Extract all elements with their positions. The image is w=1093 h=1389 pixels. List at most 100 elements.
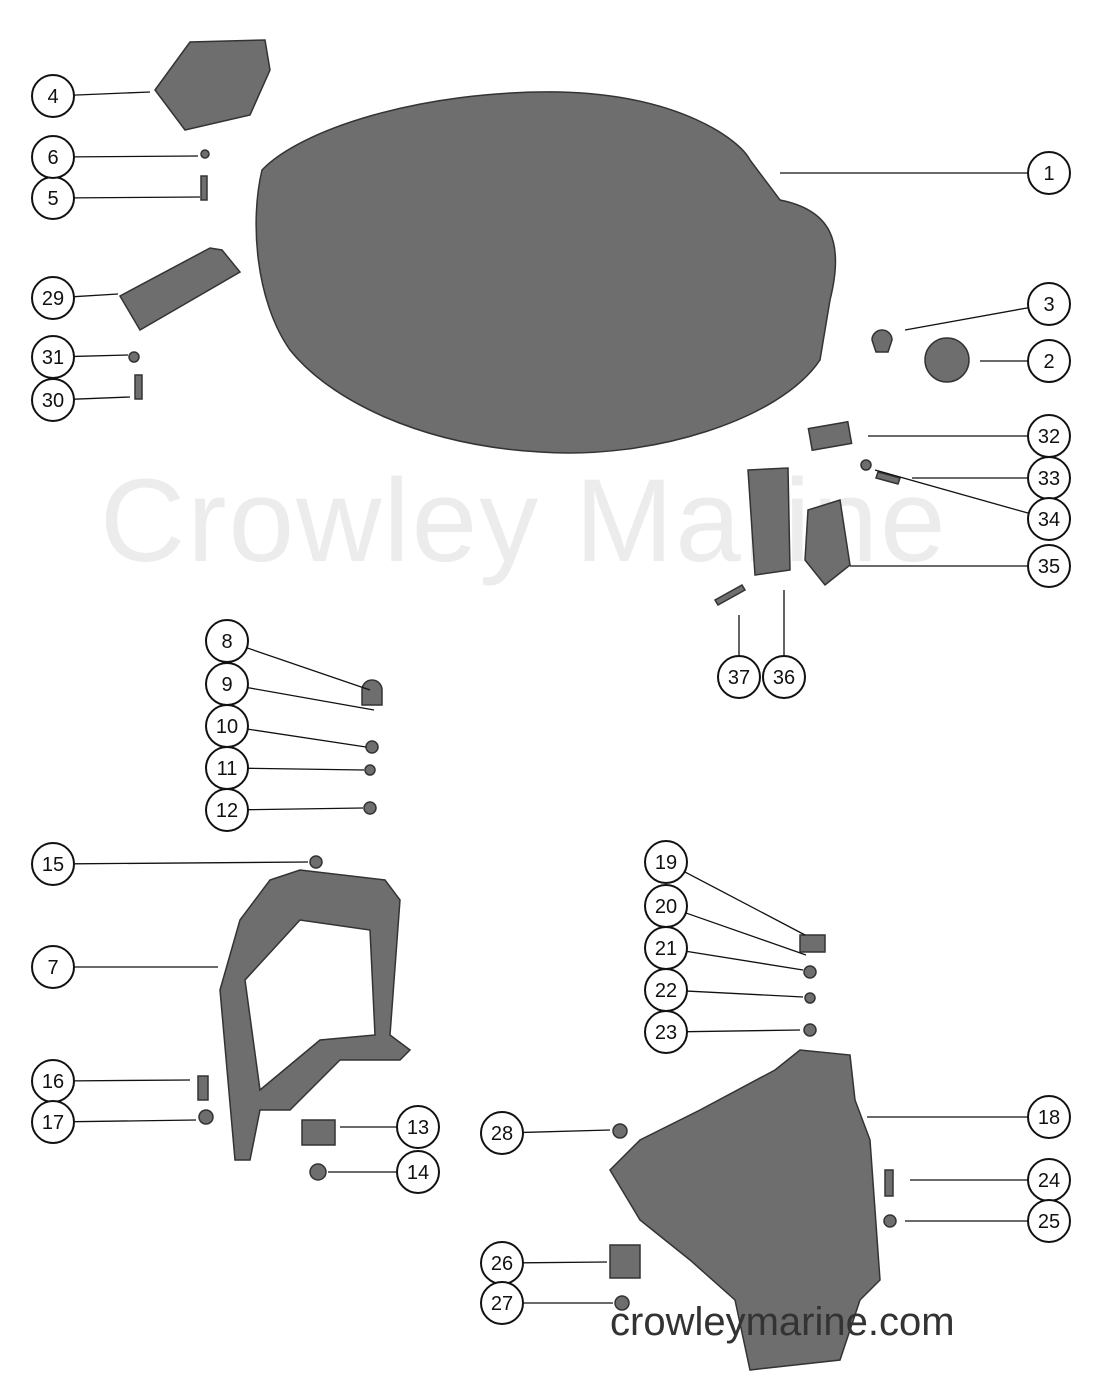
callout-11: 11 [205,746,365,790]
leader-line [686,990,804,998]
part-4-cover [154,39,271,131]
part-29-rail [118,247,242,332]
part-23-nut [803,1023,817,1037]
part-25-washer [883,1214,897,1228]
callout-circle [31,335,75,379]
callout-circle [396,1105,440,1149]
part-2-grommet [924,337,970,383]
callout-circle [31,276,75,320]
callout-circle [1027,151,1071,195]
leader-line [522,1261,608,1264]
leader-line [73,91,151,96]
callout-number: 16 [42,1071,64,1093]
callout-1: 1 [780,151,1071,195]
leader-line [247,728,367,748]
callout-number: 9 [221,674,232,696]
part-19-mount [799,934,826,953]
leader-line [247,687,375,711]
callout-2: 2 [980,339,1071,383]
callout-number: 32 [1038,426,1060,448]
callout-number: 14 [407,1162,429,1184]
part-14-nut [309,1163,327,1181]
leader-line [73,396,131,400]
callout-circle [644,840,688,884]
callout-24: 24 [910,1158,1071,1202]
callout-13: 13 [340,1105,440,1149]
part-11-washer [364,764,376,776]
callout-9: 9 [205,662,375,711]
callout-25: 25 [905,1199,1071,1243]
callout-number: 28 [491,1123,513,1145]
part-31-washer [128,351,140,363]
callout-number: 25 [1038,1211,1060,1233]
callout-number: 4 [47,86,58,108]
callout-32: 32 [868,414,1071,458]
part-18-bracket [609,1049,881,1371]
callout-17: 17 [31,1100,197,1144]
callout-10: 10 [205,704,367,748]
callout-circle [1027,282,1071,326]
part-15-nut [309,855,323,869]
leader-line [684,871,806,936]
part-36-block [747,467,791,576]
leader-line [904,307,1029,331]
callout-number: 13 [407,1117,429,1139]
callout-34: 34 [874,469,1071,541]
callout-number: 2 [1043,351,1054,373]
part-1-cowl [255,91,837,454]
callout-number: 30 [42,390,64,412]
leader-line [73,861,309,865]
part-27-nut [614,1295,630,1311]
part-35-pad [804,499,851,587]
part-13-mount [301,1119,336,1146]
leader-line [246,647,371,691]
callout-15: 15 [31,842,309,886]
callout-number: 19 [655,852,677,874]
part-12-nut [363,801,377,815]
callout-26: 26 [480,1241,608,1285]
leader-line [73,1119,197,1123]
leader-line [685,912,807,956]
callout-circle [205,788,249,832]
callout-27: 27 [480,1281,613,1325]
callout-19: 19 [644,840,806,936]
callout-number: 22 [655,980,677,1002]
site-label: crowleymarine.com [610,1300,955,1344]
callout-circle [31,74,75,118]
callout-circle [31,945,75,989]
callout-number: 8 [221,631,232,653]
callout-circle [644,1010,688,1054]
part-7-bracket [219,869,412,1161]
part-30-screw [134,374,143,400]
leader-line [874,469,1029,514]
callout-number: 17 [42,1112,64,1134]
part-22-washer [804,992,816,1004]
part-10-washer [365,740,379,754]
callout-3: 3 [904,282,1071,331]
callout-number: 10 [216,716,238,738]
callout-number: 5 [47,188,58,210]
part-28-nut [612,1123,628,1139]
part-26-mount [609,1244,641,1279]
callout-16: 16 [31,1059,191,1103]
callout-22: 22 [644,968,804,1012]
callout-37: 37 [717,615,761,699]
callout-circle [31,842,75,886]
callout-circle [1027,1095,1071,1139]
leader-line [73,354,129,358]
part-3-clip [871,329,893,353]
callout-number: 12 [216,800,238,822]
callout-21: 21 [644,926,804,971]
callout-number: 35 [1038,556,1060,578]
callout-number: 7 [47,957,58,979]
callout-number: 1 [1043,163,1054,185]
callout-number: 18 [1038,1107,1060,1129]
callout-number: 26 [491,1253,513,1275]
callout-number: 29 [42,288,64,310]
callout-7: 7 [31,945,218,989]
callout-4: 4 [31,74,151,118]
callout-20: 20 [644,884,807,956]
callout-8: 8 [205,619,371,691]
